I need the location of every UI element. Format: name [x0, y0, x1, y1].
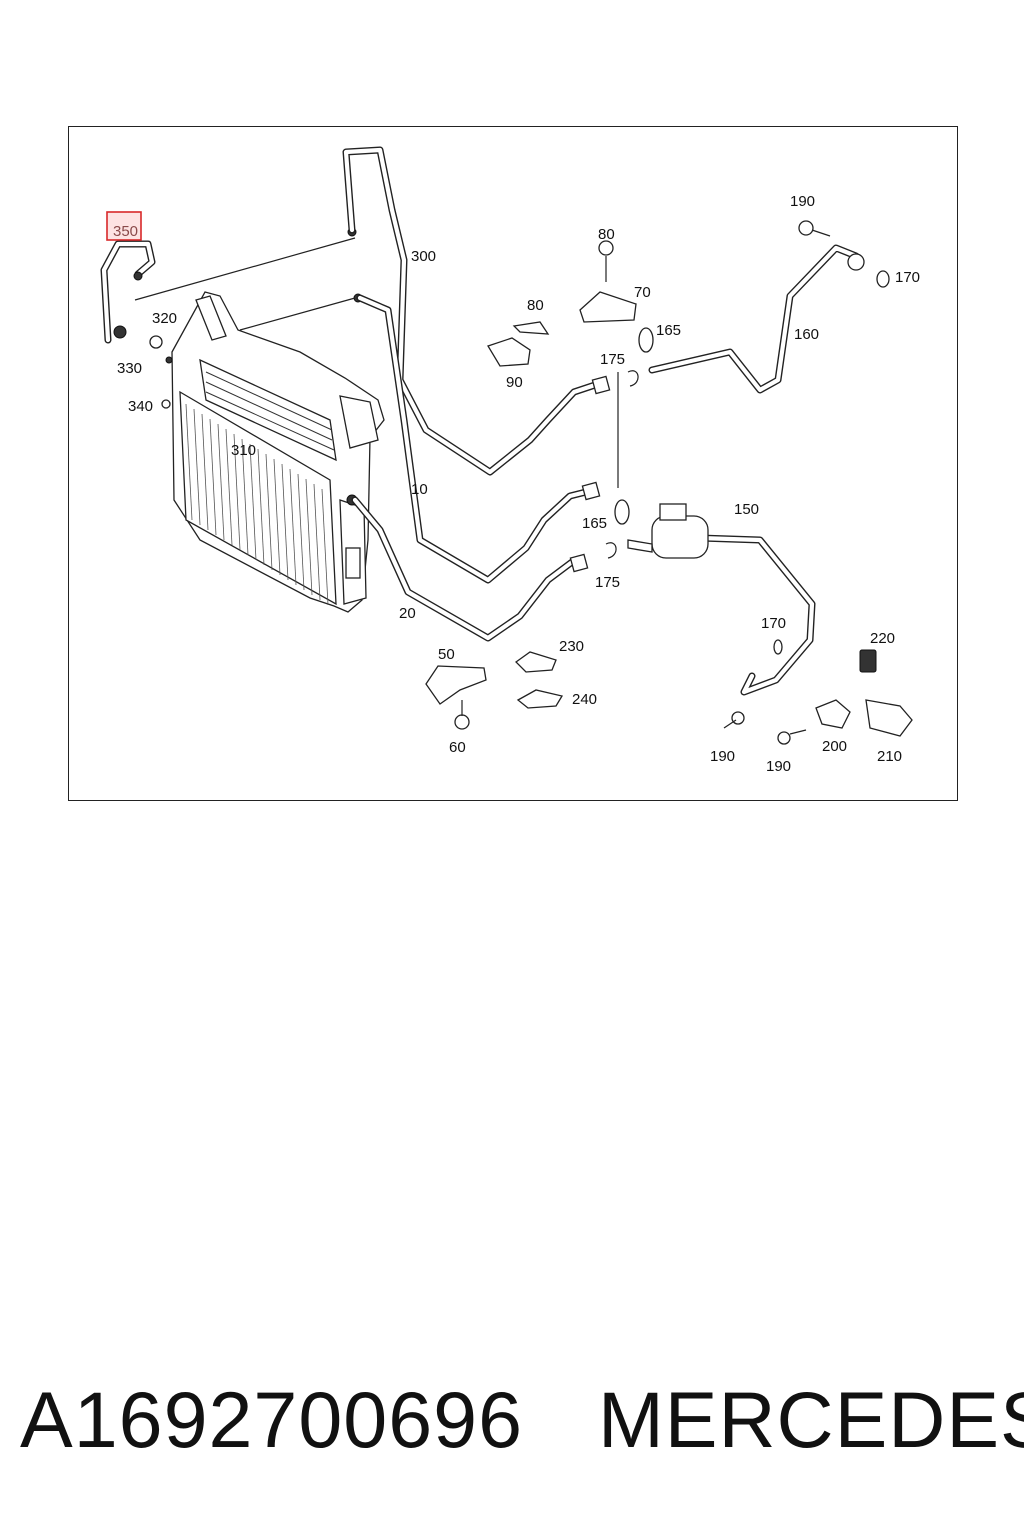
footer: A1692700696 MERCEDES — [0, 1360, 1024, 1480]
pipe-350 — [100, 240, 156, 344]
callout-60: 60 — [449, 739, 466, 756]
callout-210: 210 — [877, 748, 902, 765]
callout-230: 230 — [559, 638, 584, 655]
callout-220: 220 — [870, 630, 895, 647]
callout-80-left: 80 — [527, 297, 544, 314]
callout-50: 50 — [438, 646, 455, 663]
callout-320: 320 — [152, 310, 177, 327]
callout-175-top: 175 — [600, 351, 625, 368]
part-number: A1692700696 — [20, 1375, 524, 1464]
callout-240: 240 — [572, 691, 597, 708]
callout-labels: 350 330 340 320 310 300 10 20 80 80 70 9… — [113, 193, 920, 775]
callout-350: 350 — [113, 223, 138, 240]
pipe-150-return — [696, 534, 816, 696]
callout-10: 10 — [411, 481, 428, 498]
brand-name: MERCEDES — [598, 1375, 1024, 1464]
callout-190-right: 190 — [766, 758, 791, 775]
pipe-20 — [351, 496, 576, 642]
callout-160: 160 — [794, 326, 819, 343]
callout-330: 330 — [117, 360, 142, 377]
highlight-box — [106, 211, 142, 241]
callout-175-bottom: 175 — [595, 574, 620, 591]
callout-80-top: 80 — [598, 226, 615, 243]
fittings — [149, 220, 913, 745]
callout-20: 20 — [399, 605, 416, 622]
pipe-160 — [648, 244, 865, 394]
callout-165-top: 165 — [656, 322, 681, 339]
condenser-assembly — [134, 227, 385, 613]
callout-165-bottom: 165 — [582, 515, 607, 532]
callout-190-top: 190 — [790, 193, 815, 210]
callout-170-top: 170 — [895, 269, 920, 286]
callout-310: 310 — [231, 442, 256, 459]
callout-340: 340 — [128, 398, 153, 415]
callout-200: 200 — [822, 738, 847, 755]
callout-150: 150 — [734, 501, 759, 518]
callout-170-bottom: 170 — [761, 615, 786, 632]
callout-70: 70 — [634, 284, 651, 301]
callout-300: 300 — [411, 248, 436, 265]
callout-190-left: 190 — [710, 748, 735, 765]
pipe-10 — [356, 294, 598, 584]
pipe-300 — [342, 146, 602, 476]
callout-90: 90 — [506, 374, 523, 391]
